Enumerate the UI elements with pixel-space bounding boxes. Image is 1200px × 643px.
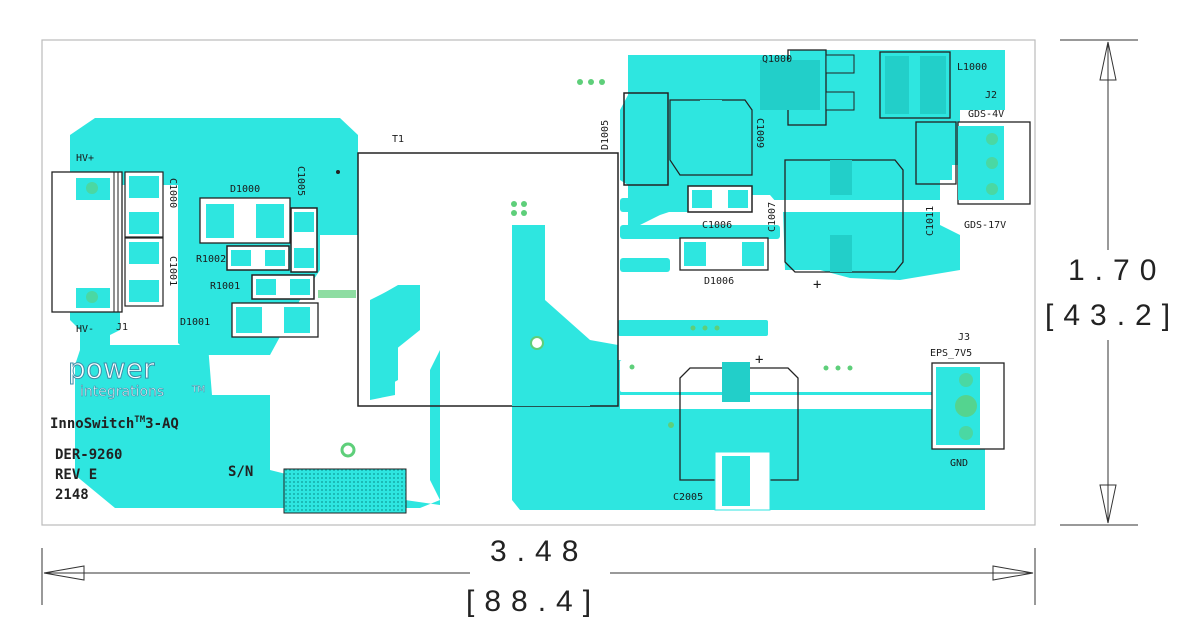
label-l1000: L1000 xyxy=(957,62,987,73)
label-q1000: Q1000 xyxy=(762,54,792,65)
label-c1009: C1009 xyxy=(754,118,765,148)
label-c1005: C1005 xyxy=(295,166,306,196)
label-j1: J1 xyxy=(116,322,128,333)
resistor-r1002 xyxy=(226,245,290,271)
cap-c1009 xyxy=(669,99,753,176)
label-d1005: D1005 xyxy=(600,120,611,150)
cap-c1000 xyxy=(124,171,164,238)
transformer-t1 xyxy=(357,152,619,407)
logo-power: power xyxy=(68,352,155,385)
pad-strip xyxy=(318,290,356,298)
cap-c1011 xyxy=(915,121,957,185)
label-gnd: GND xyxy=(950,458,968,469)
label-d1000: D1000 xyxy=(230,184,260,195)
clearance-slot-2 xyxy=(770,200,960,212)
diode-d1000 xyxy=(199,197,291,244)
connector-j2 xyxy=(957,121,1031,205)
label-gds-17v: GDS-17V xyxy=(964,220,1006,231)
label-d1001: D1001 xyxy=(180,317,210,328)
serial-number-box xyxy=(283,468,407,514)
marking-innoswitch: InnoSwitchTM3-AQ xyxy=(50,415,179,432)
label-eps-7v5: EPS_7V5 xyxy=(930,348,972,359)
diode-d1006 xyxy=(679,237,769,271)
connector-j3 xyxy=(931,362,1005,450)
dim-width-inches: 3.48 xyxy=(490,535,588,568)
logo-integrations: integrations xyxy=(80,384,164,400)
label-hv-plus: HV+ xyxy=(76,153,94,164)
dim-height-inches: 1.70 xyxy=(1068,254,1166,287)
diode-d1001 xyxy=(231,302,319,338)
cap-c1005 xyxy=(290,207,318,273)
dimension-height xyxy=(1060,39,1138,526)
cap-c1006 xyxy=(687,185,753,213)
label-j2: J2 xyxy=(985,90,997,101)
label-c1001: C1001 xyxy=(167,256,178,286)
cap-c2005 xyxy=(679,362,799,511)
label-c1000: C1000 xyxy=(167,178,178,208)
power-integrations-logo: power integrations TM xyxy=(68,352,206,401)
fiducial-dot xyxy=(336,170,340,174)
copper-trace-3 xyxy=(620,258,670,272)
label-r1002: R1002 xyxy=(196,254,226,265)
label-plus-c1007: + xyxy=(813,277,821,293)
marking-sn: S/N xyxy=(228,464,253,480)
marking-date: 2148 xyxy=(55,487,89,503)
green-vias-mid xyxy=(629,325,853,428)
label-r1001: R1001 xyxy=(210,281,240,292)
dim-width-mm: [88.4] xyxy=(466,585,601,618)
transistor-q1000 xyxy=(760,49,855,126)
logo-tm: TM xyxy=(191,385,205,395)
label-hv-minus: HV- xyxy=(76,324,94,335)
clearance-slot xyxy=(620,395,980,409)
mounting-hole xyxy=(340,442,356,458)
marking-rev: REV E xyxy=(55,467,97,483)
marking-der: DER-9260 xyxy=(55,447,122,463)
diode-d1005 xyxy=(623,92,669,186)
dim-height-mm: [43.2] xyxy=(1045,299,1180,332)
label-d1006: D1006 xyxy=(704,276,734,287)
dimension-width xyxy=(41,548,1036,605)
label-plus-c2005: + xyxy=(755,352,763,368)
cap-c1001 xyxy=(124,237,164,307)
inductor-l1000 xyxy=(879,51,951,119)
label-c1011: C1011 xyxy=(925,206,936,236)
label-gds-4v: GDS-4V xyxy=(968,109,1004,120)
label-c2005: C2005 xyxy=(673,492,703,503)
copper-strip-sec2 xyxy=(620,360,980,392)
copper-trace-1 xyxy=(620,198,690,212)
label-c1006: C1006 xyxy=(702,220,732,231)
cap-c1007 xyxy=(784,159,904,273)
copper-trace-2 xyxy=(620,225,780,239)
connector-j1 xyxy=(51,171,123,313)
green-vias-top xyxy=(577,79,605,85)
label-c1007: C1007 xyxy=(767,202,778,232)
label-j3: J3 xyxy=(958,332,970,343)
label-t1: T1 xyxy=(392,134,404,145)
resistor-r1001 xyxy=(251,274,315,300)
